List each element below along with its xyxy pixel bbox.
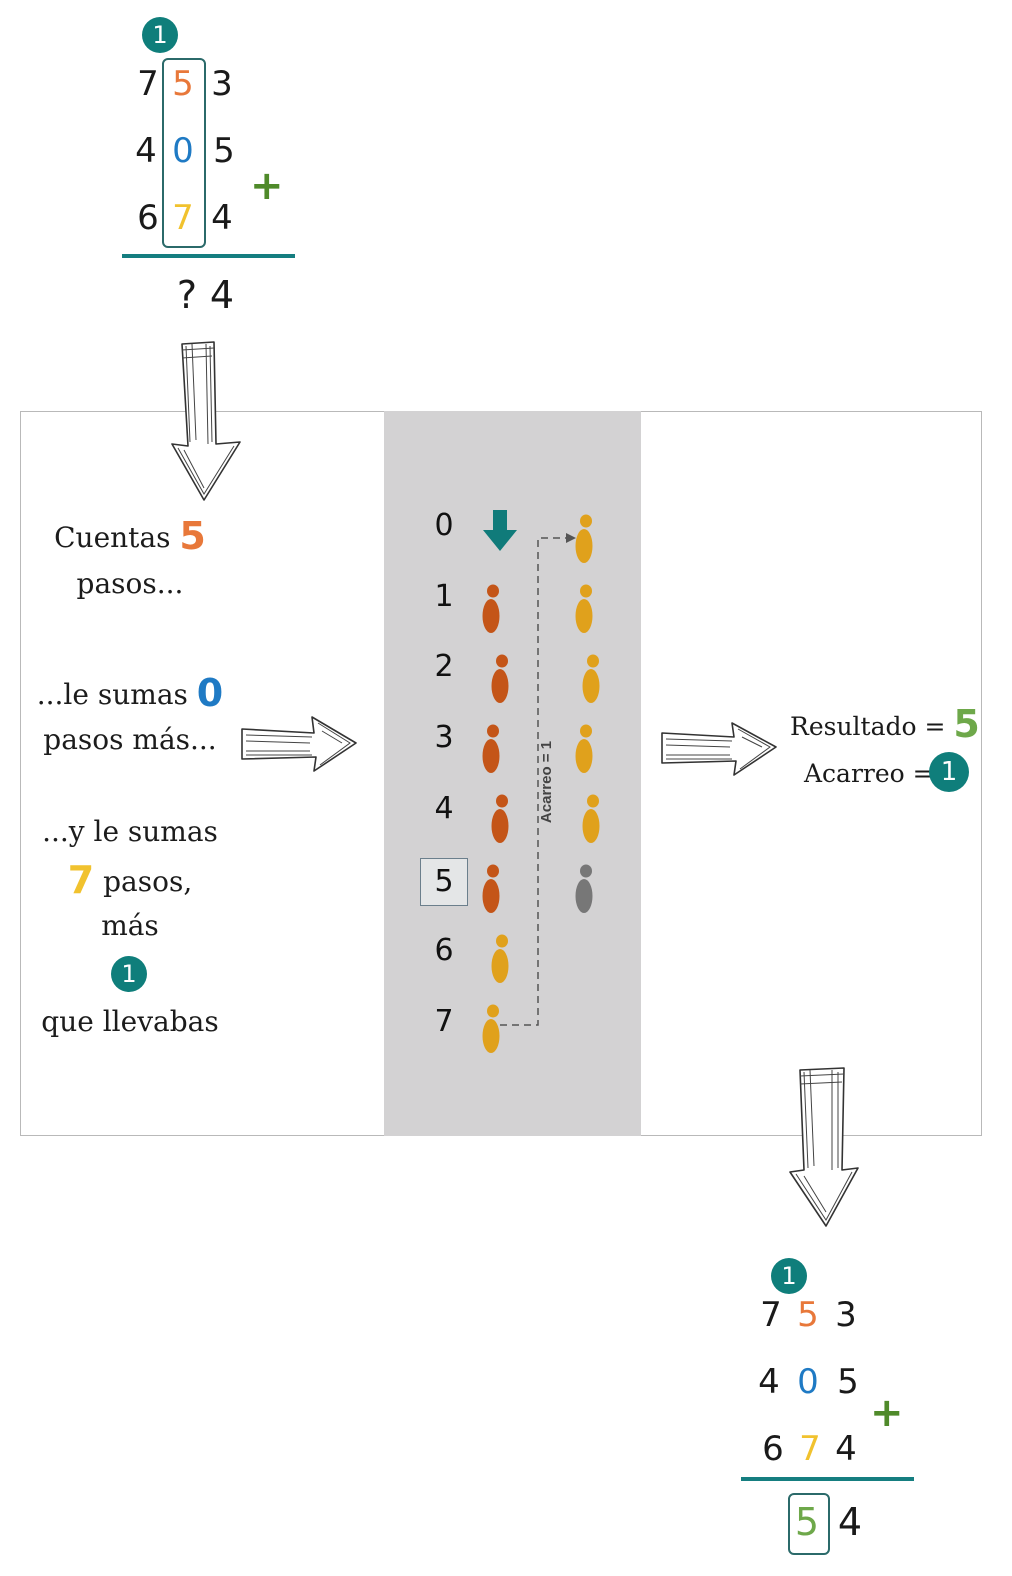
row-label: 0 xyxy=(434,508,454,543)
digit: 3 xyxy=(211,64,233,104)
digit: 7 xyxy=(799,1429,821,1469)
row-label: 6 xyxy=(434,933,454,968)
row-label: 4 xyxy=(434,791,454,826)
row-label: 3 xyxy=(434,720,454,755)
seven-steps-text: pasos, xyxy=(103,865,193,898)
plus-text: más xyxy=(101,909,159,942)
carry-badge: 1 xyxy=(929,752,969,792)
tens-column-highlight xyxy=(162,58,206,248)
digit: 6 xyxy=(762,1429,784,1469)
row-label-highlighted: 5 xyxy=(434,864,454,899)
sketch-arrow-right-icon xyxy=(661,722,777,776)
row-label: 7 xyxy=(434,1004,454,1039)
sketch-arrow-down-icon xyxy=(171,341,241,501)
result-highlight-box xyxy=(788,1493,830,1555)
highlighted-row-box xyxy=(420,858,468,906)
add-text: ...le sumas xyxy=(36,678,188,711)
digit: 7 xyxy=(760,1295,782,1335)
count-text: Cuentas xyxy=(54,521,171,554)
digit: 3 xyxy=(835,1295,857,1335)
count-number: 5 xyxy=(179,514,206,558)
digit: 4 xyxy=(835,1429,857,1469)
carry-label: Acarreo = 1 xyxy=(538,740,555,824)
digit: 5 xyxy=(837,1362,859,1402)
add-seven-text: ...y le sumas xyxy=(42,815,218,848)
count-line: Cuentas 5 xyxy=(30,517,230,556)
result-value: 5 xyxy=(953,702,980,746)
seven-number: 7 xyxy=(67,858,95,902)
more-steps-text: pasos más... xyxy=(43,723,217,756)
result-digit: 4 xyxy=(209,273,235,317)
carry-badge: 1 xyxy=(142,17,178,53)
digit: 7 xyxy=(137,64,159,104)
digit: 0 xyxy=(797,1362,819,1402)
digit: 5 xyxy=(213,131,235,171)
row-label: 1 xyxy=(434,579,454,614)
seven-steps-line: 7 pasos, xyxy=(30,861,230,900)
add-zero-line: ...le sumas 0 xyxy=(30,674,230,713)
result-digit: 5 xyxy=(794,1500,820,1544)
carried-text: que llevabas xyxy=(41,1005,219,1038)
result-line: Resultado = 5 xyxy=(790,704,980,747)
sum-rule xyxy=(122,254,295,258)
result-digit: 4 xyxy=(837,1500,863,1544)
carry-badge: 1 xyxy=(771,1258,807,1294)
sum-rule xyxy=(741,1477,914,1481)
plus-sign: + xyxy=(870,1390,904,1436)
add-number: 0 xyxy=(196,671,224,715)
digit: 4 xyxy=(211,198,233,238)
digit: 5 xyxy=(797,1295,819,1335)
digit: 0 xyxy=(172,131,194,171)
carry-path xyxy=(500,533,576,1026)
steps-text: pasos... xyxy=(76,567,184,600)
sketch-arrow-down-icon xyxy=(789,1067,859,1227)
start-arrow-icon xyxy=(483,510,517,551)
digit: 6 xyxy=(137,198,159,238)
carry-line-label: Acarreo = xyxy=(804,759,934,788)
row-label: 2 xyxy=(434,649,454,684)
digit: 5 xyxy=(172,64,194,104)
digit: 4 xyxy=(135,131,157,171)
result-digit: ? xyxy=(176,273,198,317)
result-label: Resultado = xyxy=(790,712,946,741)
digit: 4 xyxy=(758,1362,780,1402)
digit: 7 xyxy=(172,198,194,238)
sketch-arrow-right-icon xyxy=(241,716,357,772)
plus-sign: + xyxy=(250,163,284,209)
carry-badge: 1 xyxy=(111,956,147,992)
